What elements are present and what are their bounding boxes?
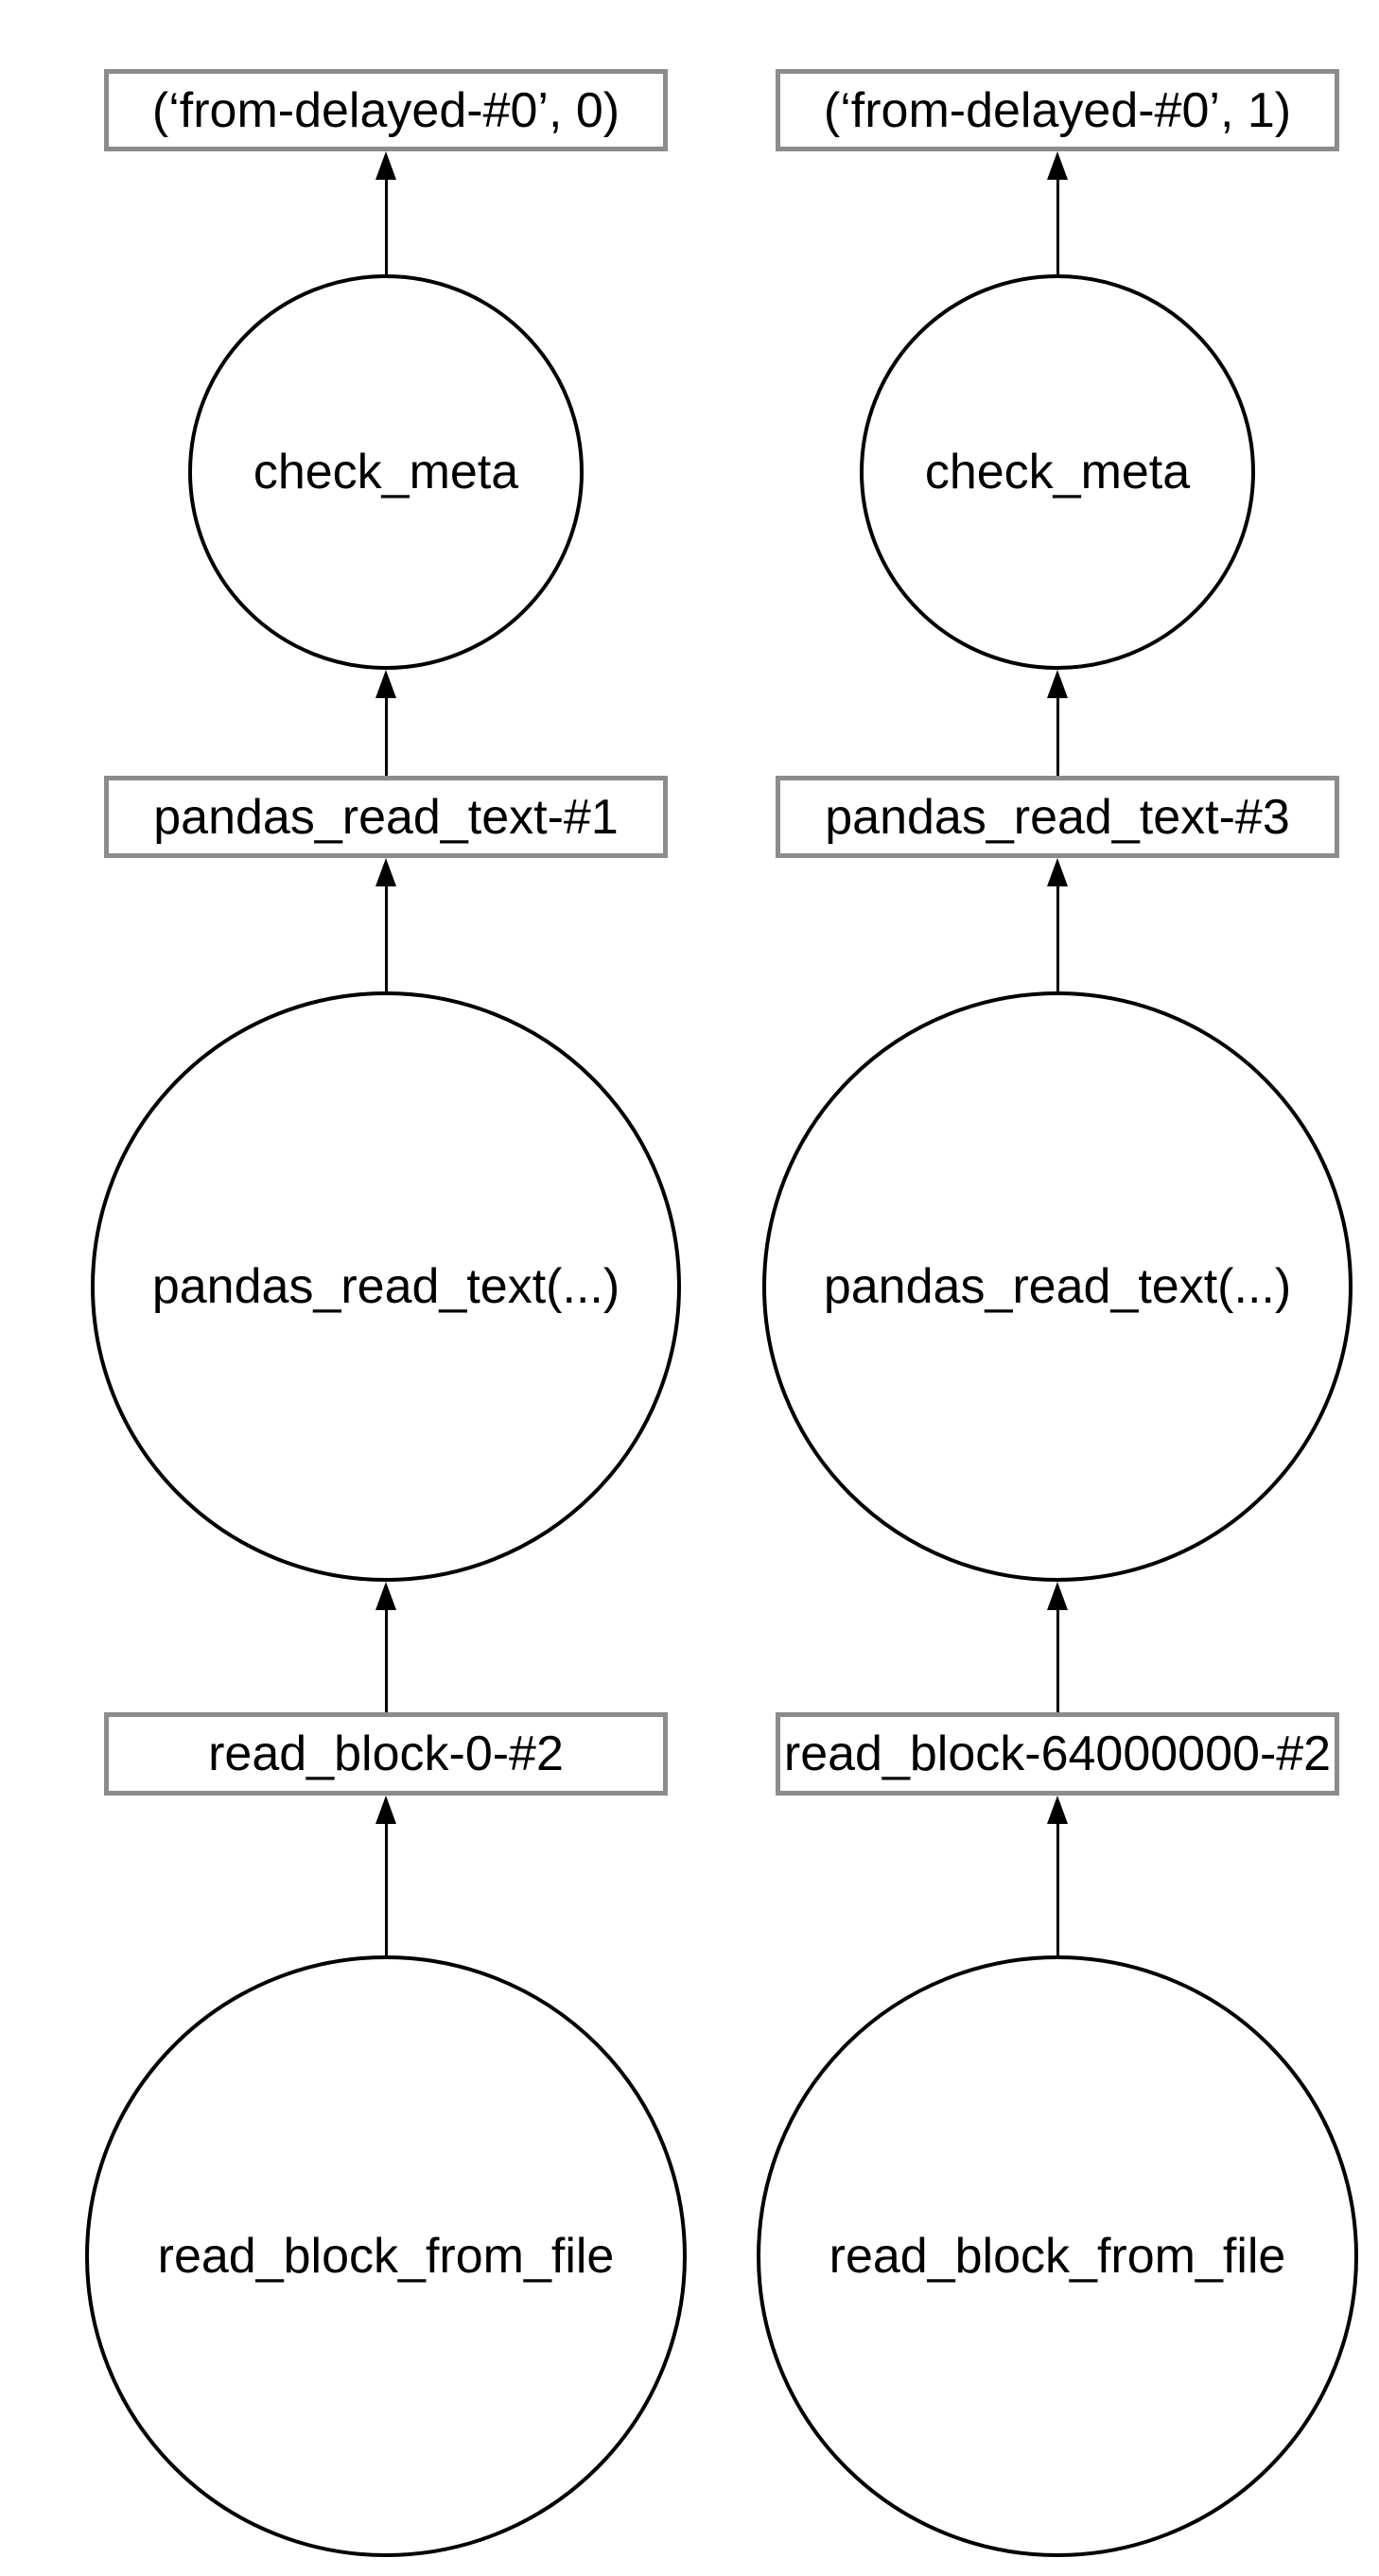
node-label: check_meta [253,445,519,499]
arrow-head-icon [375,858,396,886]
node-read-block-from-file-right: read_block_from_file [757,1955,1358,2557]
arrow-shaft [1056,176,1059,274]
arrow-shaft [1056,883,1059,991]
node-pandas-read-text-call-right: pandas_read_text(...) [762,991,1353,1582]
edge-read-block-box-to-pandas-call-right [1047,1582,1068,1712]
arrow-head-icon [1047,670,1068,698]
arrow-shaft [1056,1820,1059,1955]
node-read-block-from-file-left: read_block_from_file [85,1955,687,2557]
node-label: pandas_read_text-#3 [825,789,1290,845]
arrow-shaft [384,883,388,991]
node-check-meta-right: check_meta [860,274,1255,670]
edge-pandas-box-to-check-meta-right [1047,670,1068,776]
edge-pandas-box-to-check-meta-left [375,670,396,776]
edge-pandas-call-to-pandas-box-right [1047,858,1068,991]
arrow-shaft [384,1820,388,1955]
node-read-block-64000000: read_block-64000000-#2 [776,1712,1339,1796]
arrow-shaft [384,176,388,274]
node-label: read_block_from_file [829,2229,1286,2284]
edge-read-block-file-to-read-block-box-right [1047,1796,1068,1955]
edge-read-block-file-to-read-block-box-left [375,1796,396,1955]
node-check-meta-left: check_meta [188,274,584,670]
arrow-head-icon [1047,1582,1068,1610]
arrow-head-icon [1047,1796,1068,1824]
node-label: read_block-64000000-#2 [783,1726,1332,1781]
node-label: pandas_read_text(...) [823,1259,1292,1314]
arrow-head-icon [375,1582,396,1610]
edge-check-meta-to-from-delayed-1 [1047,151,1068,274]
node-pandas-read-text-3: pandas_read_text-#3 [776,776,1339,858]
node-read-block-0: read_block-0-#2 [104,1712,668,1796]
arrow-head-icon [375,670,396,698]
node-label: pandas_read_text(...) [151,1259,620,1314]
node-from-delayed-1: (‘from-delayed-#0’, 1) [776,69,1339,151]
arrow-head-icon [375,1796,396,1824]
edge-check-meta-to-from-delayed-0 [375,151,396,274]
node-label: check_meta [924,445,1191,499]
arrow-shaft [1056,1606,1059,1712]
arrow-shaft [1056,694,1059,776]
node-pandas-read-text-call-left: pandas_read_text(...) [91,991,681,1582]
edge-read-block-box-to-pandas-call-left [375,1582,396,1712]
node-label: (‘from-delayed-#0’, 1) [823,82,1292,138]
edge-pandas-call-to-pandas-box-left [375,858,396,991]
arrow-head-icon [1047,151,1068,180]
arrow-head-icon [375,151,396,180]
node-pandas-read-text-1: pandas_read_text-#1 [104,776,668,858]
arrow-shaft [384,1606,388,1712]
node-label: pandas_read_text-#1 [153,789,619,845]
node-from-delayed-0: (‘from-delayed-#0’, 0) [104,69,668,151]
node-label: (‘from-delayed-#0’, 0) [151,82,620,138]
node-label: read_block_from_file [157,2229,615,2284]
arrow-shaft [384,694,388,776]
arrow-head-icon [1047,858,1068,886]
node-label: read_block-0-#2 [208,1726,564,1781]
